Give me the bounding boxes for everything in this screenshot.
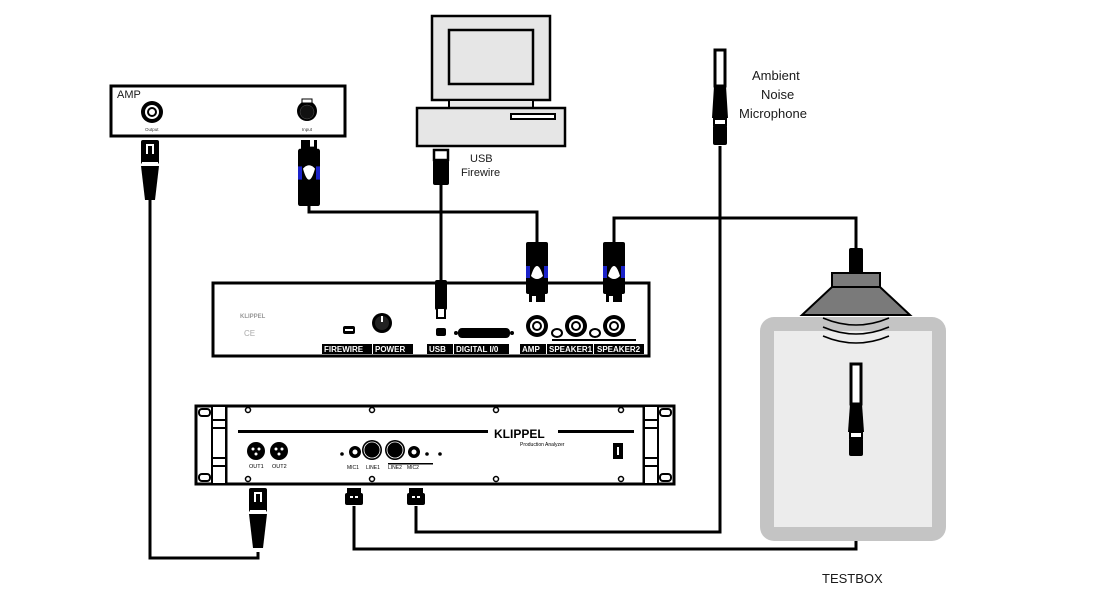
port-label-speaker2: SPEAKER2 [597, 345, 641, 354]
bnc-plug-mic1 [345, 488, 363, 505]
port-label-power: POWER [375, 345, 405, 354]
xlr-plug-out1 [249, 488, 267, 548]
port-label-firewire: FIREWIRE [324, 345, 364, 354]
cable-speaker2-to-testbox [612, 216, 858, 248]
production-analyzer: KLIPPEL Production Analyzer OUT1 OUT2 MI… [194, 404, 676, 486]
mic2-bnc-jack [408, 446, 420, 458]
testbox-microphone [848, 362, 864, 456]
out2-jack [270, 442, 288, 460]
label-mic1: MIC1 [347, 465, 359, 471]
amp-speakon-port [526, 315, 548, 337]
speakon-plug-rear-amp [526, 242, 548, 302]
usb-port [436, 328, 446, 336]
digital-io-port [454, 328, 514, 338]
cable-ambient-mic-to-mic2 [414, 146, 722, 534]
power-switch [613, 443, 623, 459]
sound-waves [822, 317, 890, 344]
ce-mark: CE [244, 329, 255, 338]
amplifier: AMP Output Input [109, 84, 347, 138]
port-label-digital-io: DIGITAL I/0 [456, 345, 499, 354]
power-port [372, 313, 392, 333]
testbox-speaker [799, 286, 913, 316]
analyzer-subtitle: Production Analyzer [520, 442, 565, 448]
bnc-plug-mic2 [407, 488, 425, 505]
line1-jack [362, 440, 382, 460]
label-line2: LINE2 [388, 465, 402, 471]
cable-amp-input-to-rear-amp [307, 205, 539, 242]
xlr-plug-amp-output [141, 140, 159, 200]
label-mic2: MIC2 [407, 465, 419, 471]
label-out1: OUT1 [249, 464, 264, 470]
ambient-label-1: Ambient [752, 68, 800, 83]
speaker1-speakon-port [565, 315, 587, 337]
amp-input-label: Input [302, 127, 313, 132]
speakon-plug-amp-input [298, 140, 320, 206]
computer [415, 14, 567, 148]
label-line1: LINE1 [366, 465, 380, 471]
analyzer-brand: KLIPPEL [494, 427, 545, 441]
amp-output-jack [141, 101, 163, 123]
speaker2-speakon-port [603, 315, 625, 337]
testbox-label: TESTBOX [822, 571, 883, 586]
mic1-bnc-jack [349, 446, 361, 458]
port-label-speaker1: SPEAKER1 [549, 345, 593, 354]
rear-panel: KLIPPEL CE FIREWIRE POWER USB DIGITAL I/… [211, 281, 651, 358]
ambient-label-2: Noise [761, 87, 794, 102]
firewire-port [343, 326, 355, 334]
amp-input-jack [297, 98, 317, 121]
firewire-label: Firewire [461, 167, 500, 179]
testbox [760, 248, 946, 541]
label-out2: OUT2 [272, 464, 287, 470]
port-label-usb: USB [429, 345, 446, 354]
speakon-plug-rear-speaker2 [603, 242, 625, 302]
rear-panel-brand: KLIPPEL [240, 314, 266, 320]
out1-jack [247, 442, 265, 460]
usb-label: USB [470, 153, 493, 165]
amp-output-label: Output [145, 127, 159, 132]
port-label-amp: AMP [522, 345, 540, 354]
ambient-noise-microphone [712, 48, 728, 145]
usb-plug-computer [432, 148, 450, 185]
cable-amp-output-to-out1 [148, 200, 260, 560]
amp-title: AMP [117, 89, 141, 101]
usb-plug-rear [435, 280, 447, 319]
ambient-label-3: Microphone [739, 106, 807, 121]
line2-jack [385, 440, 405, 460]
